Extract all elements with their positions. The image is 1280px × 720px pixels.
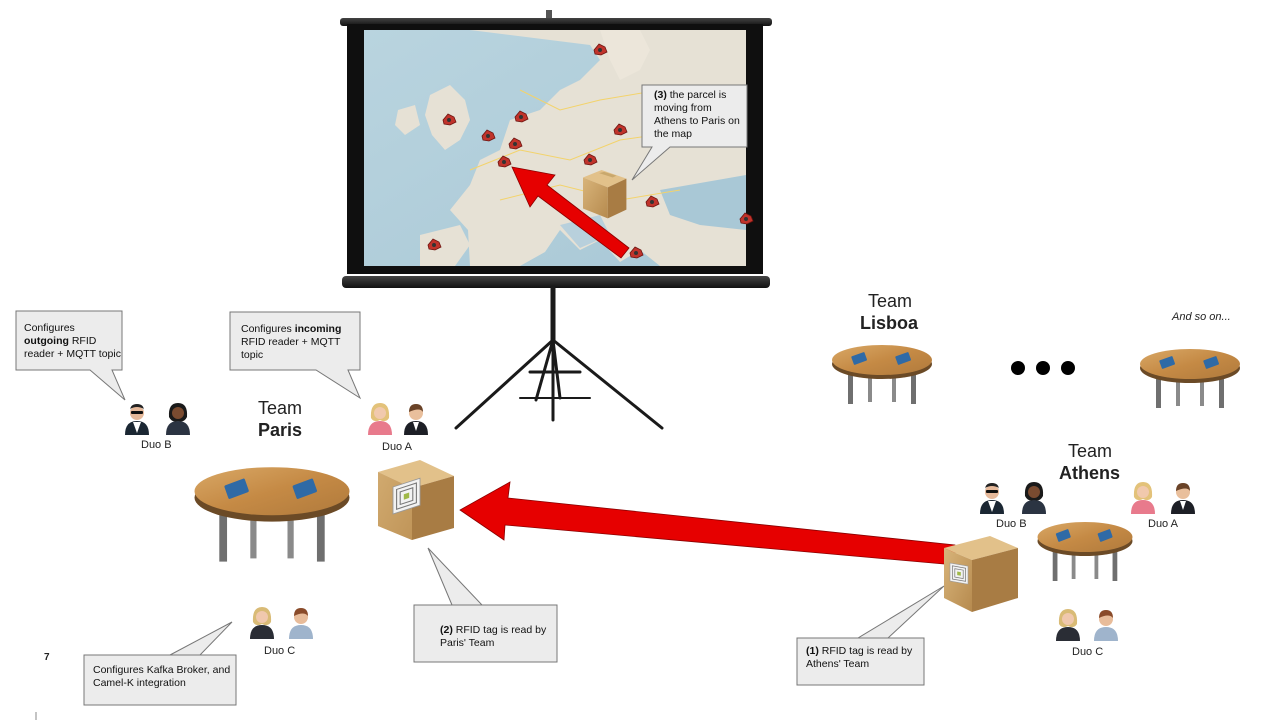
duo-c-label-paris: Duo C [264, 645, 296, 657]
transfer-arrow [459, 481, 956, 566]
map-arrow [511, 166, 630, 259]
duo-b-label-paris: Duo B [141, 439, 172, 451]
callout-rfid-athens: (1) RFID tag is read by Athens' Team [806, 645, 913, 670]
duo-c-label-athens: Duo C [1072, 646, 1104, 658]
team-name-athens: Athens [1059, 463, 1121, 483]
team-word-paris: Team [258, 398, 303, 418]
callout-rfid-paris: (2) RFID tag is read by Paris' Team [440, 624, 547, 649]
projector-screen-icon [340, 10, 772, 288]
callout-duo-b-paris: Configures outgoing RFID reader + MQTT t… [24, 322, 121, 360]
callout-duo-c-paris: Configures Kafka Broker, and Camel-K int… [93, 664, 231, 689]
and-so-on-label: And so on... [1172, 311, 1231, 323]
duo-a-label-paris: Duo A [382, 441, 412, 453]
callout-duo-a-paris: Configures incoming RFID reader + MQTT t… [241, 323, 342, 361]
parcel-box-icon [944, 536, 1018, 612]
rfid-tag-icon [949, 562, 969, 585]
tripod-stand [454, 285, 664, 430]
map-callout: (3) the parcel is moving from Athens to … [654, 89, 740, 140]
team-word-lisboa: Team [868, 291, 913, 311]
duo-b-label-athens: Duo B [996, 518, 1027, 530]
duo-a-label-athens: Duo A [1148, 518, 1178, 530]
team-name-paris: Paris [258, 420, 303, 440]
slide-number: 7 [44, 652, 50, 663]
map-callout-shape [631, 84, 748, 181]
team-word-athens: Team [1068, 441, 1113, 461]
ellipsis-dots-icon [1011, 361, 1075, 375]
team-name-lisboa: Lisboa [860, 313, 919, 333]
